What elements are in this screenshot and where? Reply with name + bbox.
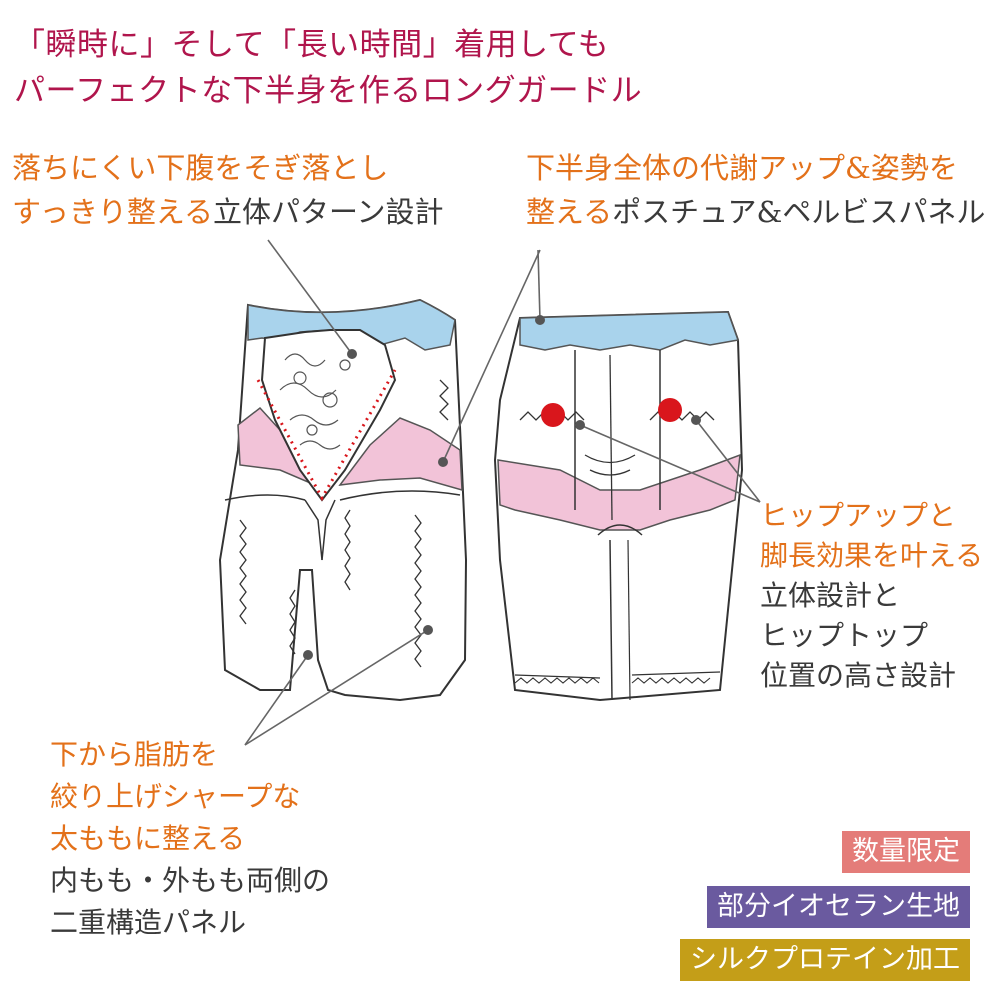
headline-line-2: パーフェクトな下半身を作るロングガードル	[14, 73, 643, 109]
callout-thigh-line-1: 下から脂肪を	[50, 738, 219, 771]
callout-pattern-line-1: 落ちにくい下腹をそぎ落とし	[12, 151, 389, 185]
callout-posture-line-2-orange: 整える	[526, 195, 613, 229]
back-pink-panel	[497, 453, 741, 531]
callout-posture-line-2-dark: ポスチュア&ペルビスパネル	[612, 195, 986, 229]
hip-top-dot-right	[658, 398, 682, 422]
callout-hip-line-5: 位置の高さ設計	[760, 659, 957, 692]
hip-top-dot-left	[541, 403, 565, 427]
front-red-v-stitch	[256, 369, 397, 502]
callout-pattern-line-2-dark: 立体パターン設計	[212, 195, 444, 229]
silk-protein-badge: シルクプロテイン加工	[680, 939, 970, 981]
back-waistband-panel	[519, 311, 740, 351]
callout-thigh-line-4: 内もも・外もも両側の	[50, 864, 331, 897]
callout-hip-up: ヒップアップと 脚長効果を叶える 立体設計と ヒップトップ 位置の高さ設計	[760, 496, 983, 696]
callout-thigh-line-2: 絞り上げシャープな	[50, 780, 301, 813]
callout-posture-line-1: 下半身全体の代謝アップ&姿勢を	[526, 151, 958, 185]
callout-posture-panel: 下半身全体の代謝アップ&姿勢を 整えるポスチュア&ペルビスパネル	[526, 146, 985, 234]
callout-hip-line-1: ヒップアップと	[760, 499, 957, 532]
leader-dots	[303, 315, 701, 660]
limited-quantity-badge: 数量限定	[842, 831, 970, 873]
callout-thigh-line-3: 太ももに整える	[50, 822, 246, 855]
callout-thigh-line-5: 二重構造パネル	[50, 906, 247, 939]
callout-hip-line-3: 立体設計と	[760, 579, 901, 612]
headline: 「瞬時に」そして「長い時間」着用しても パーフェクトな下半身を作るロングガードル	[14, 22, 642, 114]
callout-pattern-design: 落ちにくい下腹をそぎ落とし すっきり整える立体パターン設計	[12, 146, 444, 234]
callout-hip-line-2: 脚長効果を叶える	[760, 539, 984, 572]
front-pink-panel-right	[338, 417, 463, 492]
front-lace-panel	[260, 329, 397, 502]
headline-line-1: 「瞬時に」そして「長い時間」着用しても	[14, 27, 610, 63]
callout-thigh-panel: 下から脂肪を 絞り上げシャープな 太ももに整える 内もも・外もも両側の 二重構造…	[50, 734, 330, 944]
fabric-badge: 部分イオセラン生地	[707, 886, 970, 928]
girdle-front-view	[218, 298, 468, 702]
girdle-back-view	[493, 310, 744, 702]
leader-lines	[244, 239, 761, 746]
callout-hip-line-4: ヒップトップ	[760, 619, 929, 652]
callout-pattern-line-2-orange: すっきり整える	[12, 195, 213, 229]
